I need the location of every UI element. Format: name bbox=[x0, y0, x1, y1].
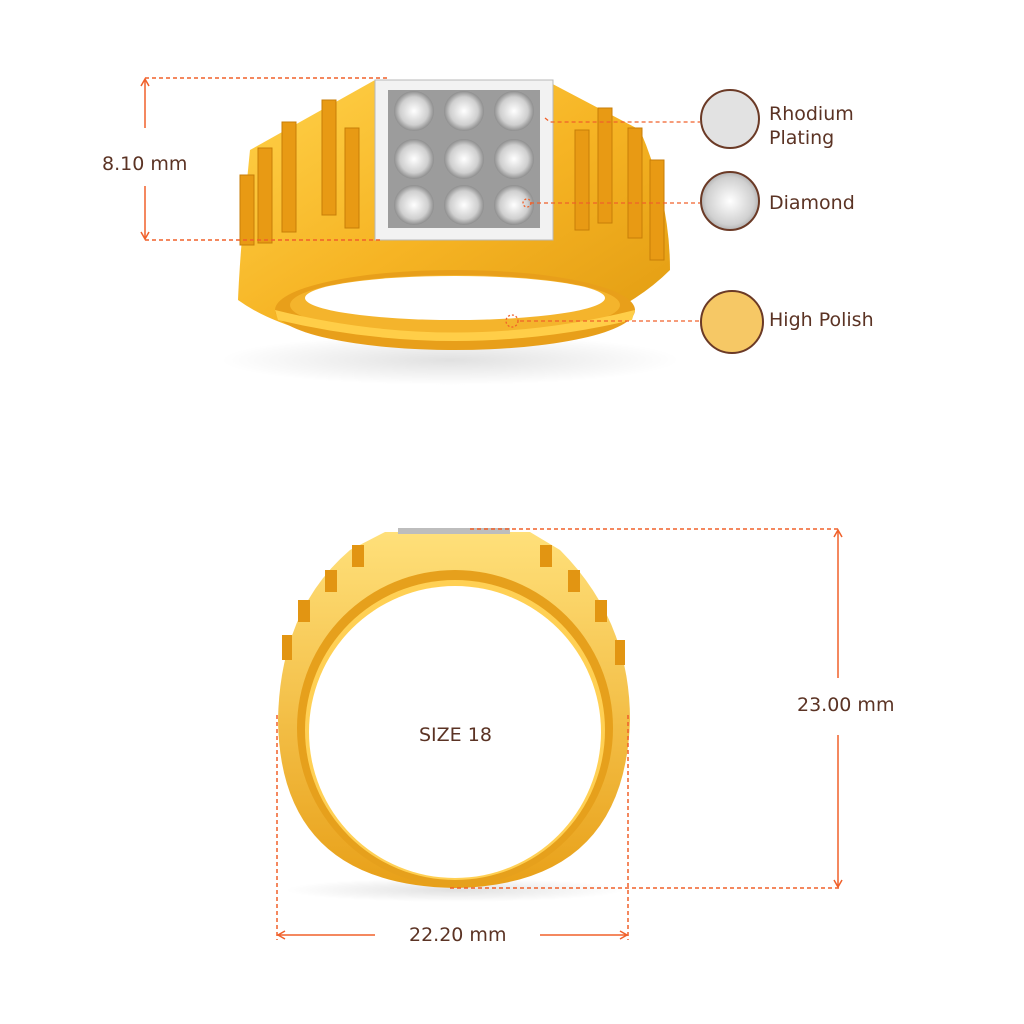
material-label-diamond: Diamond bbox=[769, 192, 855, 214]
material-label-high-polish: High Polish bbox=[769, 309, 874, 331]
height-label-front: 23.00 mm bbox=[797, 694, 895, 716]
high-polish-swatch bbox=[700, 290, 764, 354]
diamond-grid bbox=[394, 91, 534, 225]
material-label-line: Rhodium bbox=[769, 103, 854, 125]
ring-size-label: SIZE 18 bbox=[419, 724, 492, 746]
ring-front-view bbox=[278, 528, 630, 902]
height-label-top: 8.10 mm bbox=[102, 153, 188, 175]
material-label-line: Plating bbox=[769, 127, 835, 149]
width-label-front: 22.20 mm bbox=[409, 924, 507, 946]
height-dimension-front bbox=[450, 528, 843, 889]
width-dimension-front bbox=[276, 715, 629, 940]
diamond-swatch bbox=[700, 171, 760, 231]
height-dimension-top bbox=[140, 77, 390, 241]
material-label-rhodium: Rhodium Plating bbox=[769, 102, 854, 150]
rhodium-plating-swatch bbox=[700, 89, 760, 149]
ring-top-view bbox=[220, 79, 680, 385]
callout-lines bbox=[505, 117, 700, 328]
